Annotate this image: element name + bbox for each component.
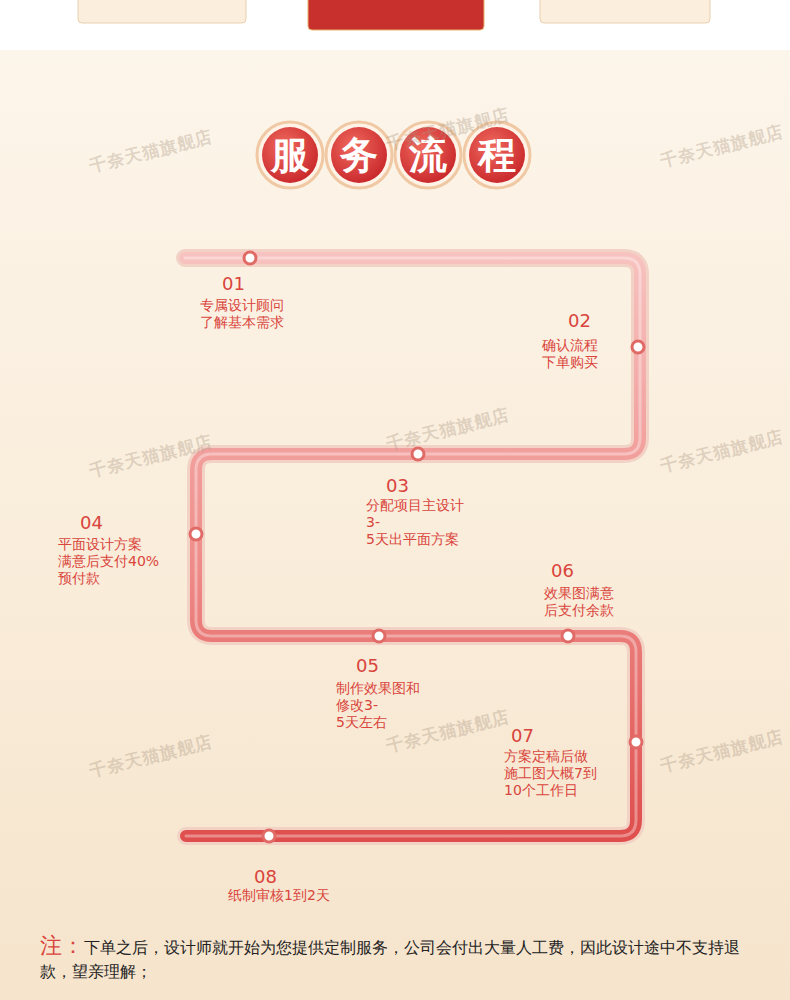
top-card — [308, 0, 484, 30]
callout-number: 02 — [568, 311, 591, 331]
note-mark: 注： — [40, 933, 84, 958]
callout-number: 08 — [254, 867, 277, 887]
step-dots — [190, 252, 644, 842]
step-text: 效果图满意 后支付余款 — [544, 585, 614, 619]
top-card — [78, 0, 246, 23]
callout-number: 03 — [386, 476, 409, 496]
top-card — [540, 0, 710, 23]
step-text: 分配项目主设计 3-5天出平面方案 — [366, 497, 464, 548]
step-text: 纸制审核1到2天 — [228, 887, 330, 904]
callout-number: 01 — [222, 274, 245, 294]
callout-number: 05 — [356, 656, 379, 676]
watermark: 千奈天猫旗舰店 — [87, 730, 215, 783]
watermark: 千奈天猫旗舰店 — [658, 120, 786, 173]
step-text: 制作效果图和 修改3-5天左右 — [336, 680, 420, 731]
callout-number: 04 — [80, 513, 103, 533]
step-text: 平面设计方案 满意后支付40% 预付款 — [58, 536, 159, 587]
note: 注：下单之后，设计师就开始为您提供定制服务，公司会付出大量人工费，因此设计途中不… — [40, 934, 755, 984]
flow-pipe — [185, 258, 640, 836]
callout-number: 06 — [551, 561, 574, 581]
note-text: 下单之后，设计师就开始为您提供定制服务，公司会付出大量人工费，因此设计途中不支持… — [40, 938, 740, 981]
watermark: 千奈天猫旗舰店 — [87, 125, 215, 178]
callout-number: 07 — [511, 726, 534, 746]
step-text: 确认流程 下单购买 — [542, 337, 598, 371]
step-text: 方案定稿后做 施工图大概7到 10个工作日 — [504, 748, 597, 799]
watermark: 千奈天猫旗舰店 — [658, 725, 786, 778]
step-text: 专属设计顾问 了解基本需求 — [200, 297, 284, 331]
watermark: 千奈天猫旗舰店 — [384, 705, 512, 758]
watermark: 千奈天猫旗舰店 — [658, 425, 786, 478]
